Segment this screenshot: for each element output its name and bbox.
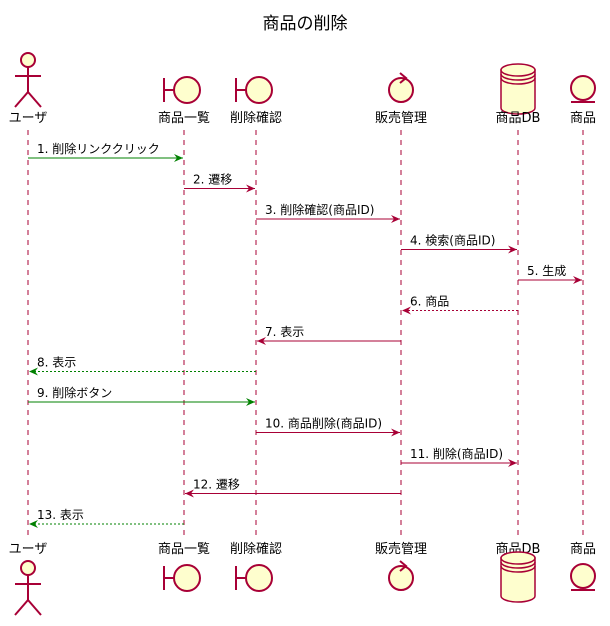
participant-label-bottom-sales: 販売管理 [375, 541, 427, 557]
message-label: 2. 遷移 [193, 173, 232, 187]
boundary-icon [235, 76, 273, 104]
message-label: 10. 商品削除(商品ID) [265, 416, 382, 431]
participant-label-confirm: 削除確認 [230, 110, 282, 126]
message-label: 6. 商品 [410, 294, 449, 309]
database-icon [500, 551, 536, 603]
message-label: 8. 表示 [37, 356, 76, 370]
boundary-icon [163, 76, 201, 104]
boundary-icon [235, 564, 273, 592]
actor-icon [14, 52, 42, 108]
entity-icon [570, 75, 596, 103]
diagram-title: 商品の削除 [263, 14, 348, 34]
entity-icon [570, 563, 596, 591]
message-label: 11. 削除(商品ID) [410, 446, 503, 461]
message-label: 4. 検索(商品ID) [410, 233, 495, 248]
participant-label-bottom-product: 商品 [570, 542, 596, 557]
participant-label-bottom-user: ユーザ [9, 542, 48, 557]
database-icon [500, 63, 536, 115]
message-label: 7. 表示 [265, 325, 304, 339]
control-icon [388, 560, 414, 591]
participant-label-user: ユーザ [9, 111, 48, 126]
participant-label-product: 商品 [570, 111, 596, 126]
message-label: 12. 遷移 [193, 478, 240, 492]
control-icon [388, 72, 414, 103]
message-label: 9. 削除ボタン [37, 385, 112, 400]
participant-label-list: 商品一覧 [158, 110, 210, 126]
messages: 1. 削除リンククリック 2. 遷移 3. 削除確認(商品ID) 4. 検索(商品ID… [28, 141, 582, 528]
boundary-icon [163, 564, 201, 592]
message-label: 3. 削除確認(商品ID) [265, 202, 374, 217]
lifelines [27, 130, 584, 540]
participant-label-sales: 販売管理 [375, 110, 427, 126]
message-label: 5. 生成 [527, 264, 566, 278]
participant-label-db: 商品DB [496, 111, 541, 126]
message-label: 13. 表示 [37, 508, 84, 522]
participants-top: ユーザ 商品一覧 削除確認 販売管理 商品DB 商品 [9, 52, 596, 126]
participant-label-bottom-list: 商品一覧 [158, 541, 210, 557]
message-label: 1. 削除リンククリック [37, 141, 160, 156]
actor-icon [14, 560, 42, 616]
participant-label-bottom-confirm: 削除確認 [230, 541, 282, 557]
